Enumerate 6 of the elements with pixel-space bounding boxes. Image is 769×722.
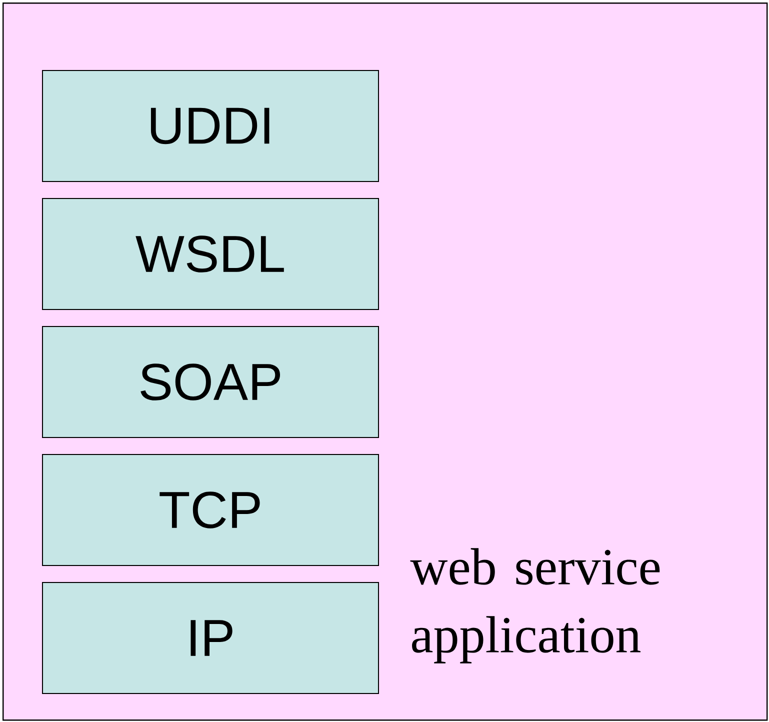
layer-box: SOAP xyxy=(42,326,379,438)
layer-box: IP xyxy=(42,582,379,694)
container-label: web service application xyxy=(410,548,660,664)
layer-box: TCP xyxy=(42,454,379,566)
layer-box: WSDL xyxy=(42,198,379,310)
layer-box: UDDI xyxy=(42,70,379,182)
